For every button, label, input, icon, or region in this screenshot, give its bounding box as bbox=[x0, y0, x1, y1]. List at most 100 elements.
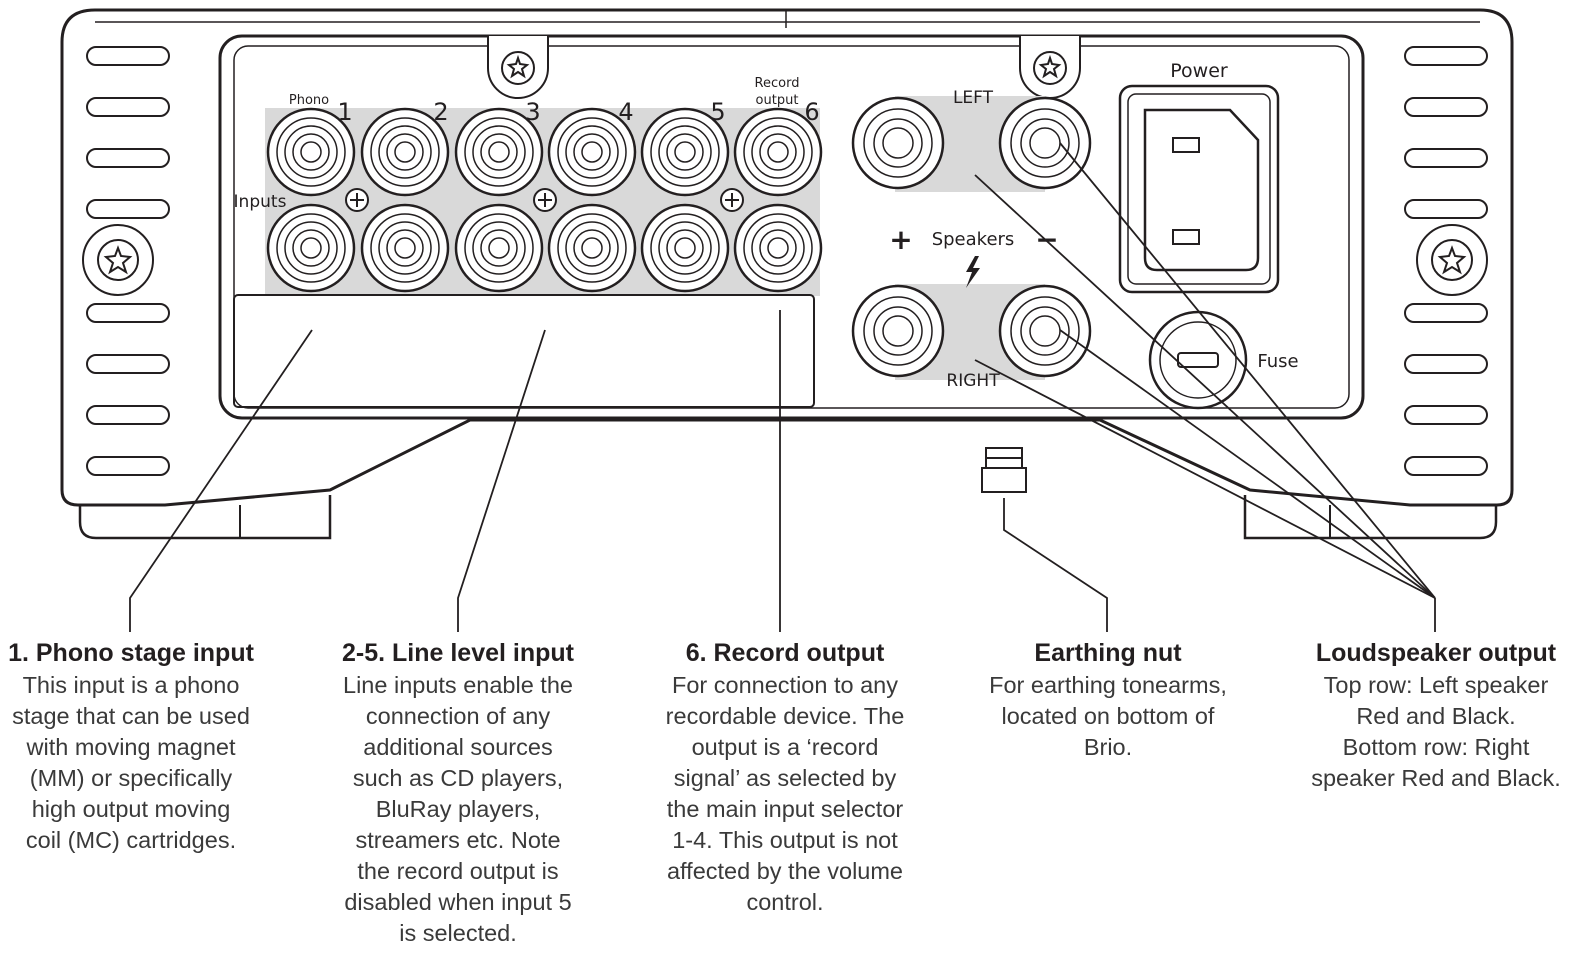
rca-socket-6-bottom bbox=[733, 203, 823, 293]
callout-line: affected by the volume bbox=[666, 858, 904, 884]
callout-line: 1-4. This output is not bbox=[672, 827, 898, 853]
speaker-terminal-right-plus bbox=[851, 284, 945, 378]
callout-line: speaker Red and Black. bbox=[1311, 765, 1561, 791]
input-number-1: 1 bbox=[337, 98, 352, 126]
fuse-label: Fuse bbox=[1257, 351, 1298, 372]
callout-line: stage that can be used bbox=[12, 703, 250, 729]
callout-line: the main input selector bbox=[666, 796, 904, 822]
rca-socket-5-bottom bbox=[640, 203, 730, 293]
callout-line: output is a ‘record bbox=[691, 734, 879, 760]
callout-line: Bottom row: Right bbox=[1342, 734, 1530, 760]
callout-line: located on bottom of bbox=[1001, 703, 1215, 729]
rca-socket-2-top bbox=[360, 107, 450, 197]
callout-title: 6. Record output bbox=[685, 639, 885, 667]
right-speaker-label: RIGHT bbox=[946, 371, 1000, 391]
leader-line-line-level bbox=[457, 329, 546, 632]
callout-phono-input: 1. Phono stage input This input is a pho… bbox=[0, 636, 262, 856]
plus-symbol: + bbox=[889, 223, 912, 256]
left-side-screw-icon bbox=[82, 224, 154, 296]
callout-line: This input is a phono bbox=[22, 672, 240, 698]
callout-title: Earthing nut bbox=[1034, 639, 1182, 667]
chassis bbox=[60, 8, 1514, 540]
callout-leader-lines bbox=[129, 142, 1436, 632]
input-number-4: 4 bbox=[618, 98, 633, 126]
phono-label: Phono bbox=[289, 93, 329, 108]
rca-socket-4-bottom bbox=[547, 203, 637, 293]
callout-line: Top row: Left speaker bbox=[1323, 672, 1549, 698]
ground-screw-icons bbox=[345, 188, 744, 212]
leader-line-earthing bbox=[1003, 498, 1108, 632]
input-number-2: 2 bbox=[433, 98, 448, 126]
callout-line: control. bbox=[746, 889, 824, 915]
leader-line-phono bbox=[129, 329, 313, 632]
earthing-nut-icon bbox=[981, 447, 1027, 493]
rca-socket-3-top bbox=[454, 107, 544, 197]
input-number-3: 3 bbox=[525, 98, 540, 126]
rca-input-sockets bbox=[266, 107, 823, 293]
callout-line: recordable device. The bbox=[665, 703, 905, 729]
inputs-label: Inputs bbox=[234, 192, 287, 212]
power-label: Power bbox=[1170, 60, 1228, 82]
callout-line: Red and Black. bbox=[1356, 703, 1516, 729]
callout-line: with moving magnet bbox=[26, 734, 236, 760]
speaker-terminals bbox=[851, 96, 1092, 380]
callout-line: such as CD players, bbox=[352, 765, 564, 791]
fuse-holder-icon bbox=[1148, 310, 1248, 410]
input-number-5: 5 bbox=[710, 98, 725, 126]
ground-screw-icon bbox=[720, 188, 744, 212]
rca-socket-4-top bbox=[547, 107, 637, 197]
callout-line: high output moving bbox=[31, 796, 231, 822]
callout-earthing-nut: Earthing nut For earthing tonearms, loca… bbox=[968, 636, 1248, 763]
left-vent-slots bbox=[86, 46, 170, 476]
lightning-warning-icon bbox=[966, 256, 980, 288]
right-side-screw-icon bbox=[1416, 224, 1488, 296]
speaker-terminal-left-plus bbox=[851, 96, 945, 190]
left-speaker-label: LEFT bbox=[953, 88, 994, 108]
callout-line: (MM) or specifically bbox=[29, 765, 233, 791]
callout-line: coil (MC) cartridges. bbox=[25, 827, 237, 853]
right-vent-slots bbox=[1404, 46, 1488, 476]
top-screw-left-icon bbox=[487, 36, 549, 99]
record-output-label-line1: Record bbox=[755, 76, 800, 91]
callout-line: BluRay players, bbox=[375, 796, 541, 822]
callout-title: 2-5. Line level input bbox=[342, 639, 574, 667]
callout-title: Loudspeaker output bbox=[1315, 639, 1557, 667]
callout-line: additional sources bbox=[363, 734, 553, 760]
input-label-box bbox=[233, 294, 815, 408]
rca-socket-6-top bbox=[733, 107, 823, 197]
callout-line: For connection to any bbox=[672, 672, 898, 698]
power-inlet-icon bbox=[1118, 84, 1280, 294]
callout-record-output: 6. Record output For connection to any r… bbox=[640, 636, 930, 918]
callout-line: Brio. bbox=[1083, 734, 1133, 760]
speaker-terminal-right-minus bbox=[998, 284, 1092, 378]
callout-loudspeaker-output: Loudspeaker output Top row: Left speaker… bbox=[1302, 636, 1570, 794]
callout-line: streamers etc. Note bbox=[355, 827, 561, 853]
top-screw-right-icon bbox=[1019, 36, 1081, 99]
leader-line-speaker-left-plus bbox=[974, 174, 1436, 599]
minus-symbol: − bbox=[1035, 223, 1058, 256]
callout-title: 1. Phono stage input bbox=[8, 639, 254, 667]
rca-socket-5-top bbox=[640, 107, 730, 197]
rca-socket-3-bottom bbox=[454, 203, 544, 293]
callout-line: Line inputs enable the bbox=[343, 672, 573, 698]
callout-line: the record output is bbox=[357, 858, 559, 884]
leader-line-speaker-right-minus bbox=[1059, 329, 1436, 599]
speaker-terminal-left-minus bbox=[998, 96, 1092, 190]
input-number-6: 6 bbox=[804, 98, 819, 126]
callout-line-level-input: 2-5. Line level input Line inputs enable… bbox=[318, 636, 598, 949]
speakers-label: Speakers bbox=[932, 229, 1015, 250]
leader-line-speaker-right-plus bbox=[974, 359, 1436, 599]
callout-line: disabled when input 5 bbox=[344, 889, 572, 915]
rca-socket-2-bottom bbox=[360, 203, 450, 293]
callout-line: connection of any bbox=[365, 703, 551, 729]
ground-screw-icon bbox=[345, 188, 369, 212]
callout-line: is selected. bbox=[399, 920, 517, 946]
rca-socket-1-bottom bbox=[266, 203, 356, 293]
ground-screw-icon bbox=[533, 188, 557, 212]
callout-line: signal’ as selected by bbox=[673, 765, 897, 791]
rca-socket-1-top bbox=[266, 107, 356, 197]
record-output-label-line2: output bbox=[756, 93, 799, 108]
leader-line-speaker-left-minus bbox=[1059, 142, 1436, 599]
callout-line: For earthing tonearms, bbox=[989, 672, 1227, 698]
